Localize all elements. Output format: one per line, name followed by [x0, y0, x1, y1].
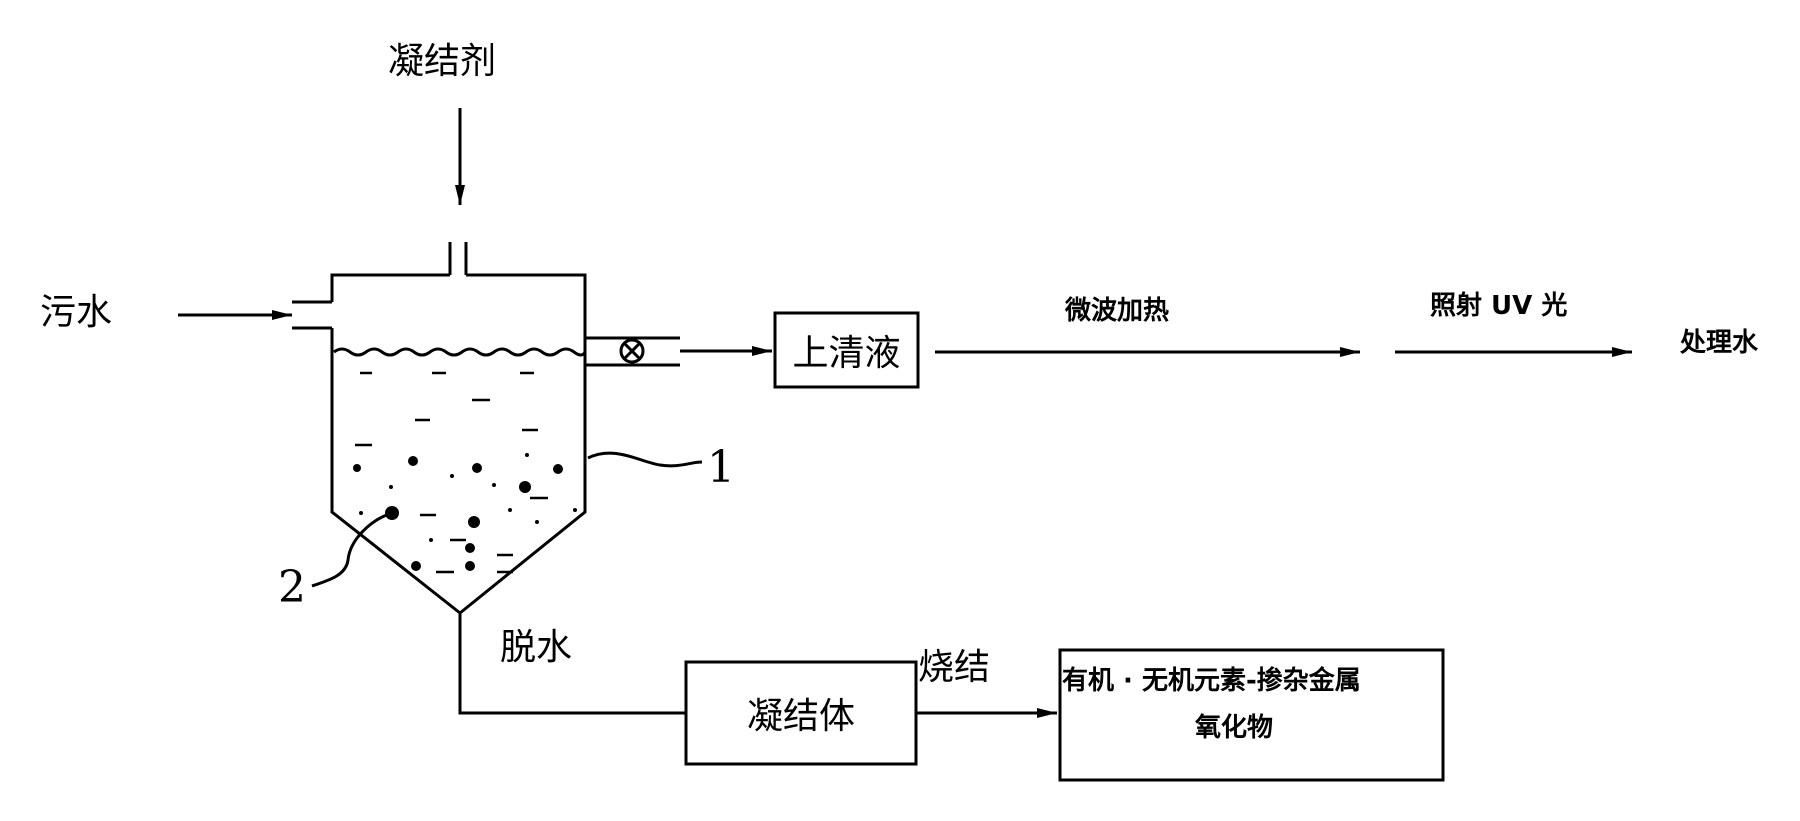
- product-label-line1: 有机 · 无机元素-掺杂金属: [1062, 666, 1361, 696]
- tank-reference-number: 1: [707, 442, 735, 493]
- sewage-label: 污水: [40, 292, 113, 333]
- coagulant-label: 凝结剂: [388, 41, 497, 82]
- sediment-dashes: [355, 371, 548, 574]
- sintering-label: 烧结: [918, 647, 991, 688]
- settling-tank: [330, 273, 587, 615]
- valve-icon: [619, 338, 645, 364]
- valve-cross-b: [622, 341, 642, 361]
- dewatering-line: [458, 613, 686, 715]
- coagulated-body-label: 凝结体: [746, 696, 855, 737]
- particle-leader-line: [311, 511, 393, 588]
- microwave-heating-label: 微波加热: [1065, 296, 1170, 326]
- water-surface: [333, 347, 587, 357]
- uv-irradiation-label: 照射 UV 光: [1430, 291, 1568, 321]
- product-box: [1058, 648, 1445, 782]
- sediment-particles: [353, 453, 577, 571]
- treated-water-label: 处理水: [1680, 328, 1759, 358]
- particle-reference-number: 2: [278, 562, 306, 613]
- supernatant-box: [773, 311, 920, 389]
- dewatering-label: 脱水: [500, 627, 573, 668]
- supernatant-label: 上清液: [792, 333, 901, 374]
- product-label-line2: 氧化物: [1195, 713, 1274, 743]
- tank-leader-line: [587, 451, 703, 468]
